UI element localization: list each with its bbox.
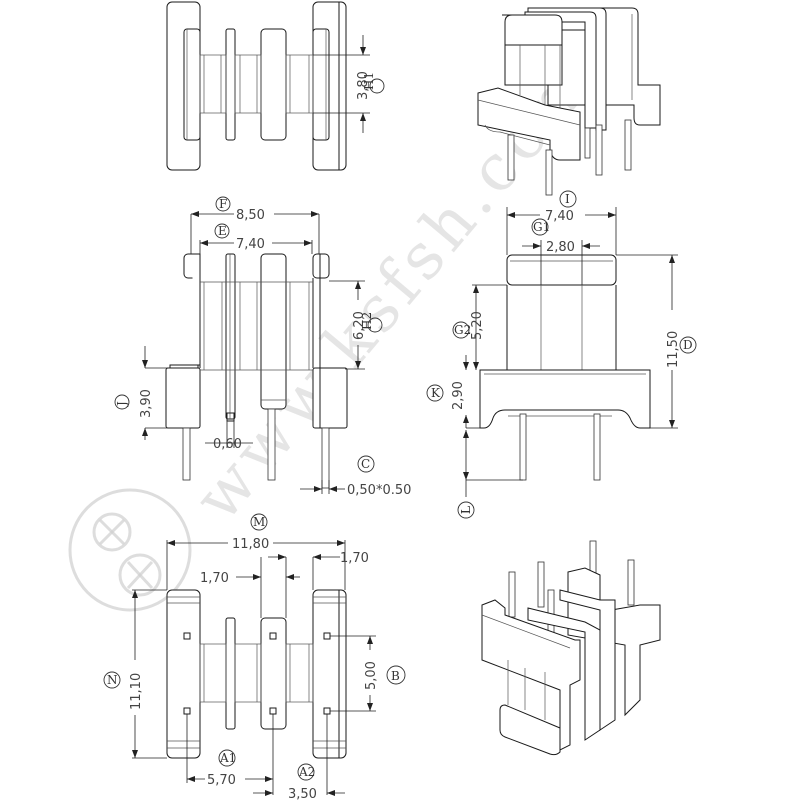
dim-a1-label: A1 <box>219 751 236 765</box>
dim-e-label: E <box>218 224 227 238</box>
dim-c-label: C <box>361 457 370 471</box>
dim-m-label: M <box>253 515 265 529</box>
dim-j-label: J <box>115 401 129 408</box>
dim-c-value: 0,50*0.50 <box>347 483 411 498</box>
dim-h1-value: 3,80 <box>356 71 371 100</box>
dim-j-value: 3,90 <box>139 389 154 418</box>
dim-f-value: 8,50 <box>236 208 265 223</box>
dim-b-value: 5,00 <box>364 661 379 690</box>
dim-060-value: 0,60 <box>213 437 242 452</box>
dim-i-label-text: I <box>565 192 570 206</box>
dim-170b-value: 1,70 <box>340 551 369 566</box>
dim-g2-value: 5,20 <box>470 311 485 340</box>
dim-b-label: B <box>391 669 400 683</box>
dim-d-value: 11,50 <box>666 331 681 368</box>
dim-h2-label: H2 <box>360 312 374 330</box>
dim-h2-value: 6,20 <box>352 311 367 340</box>
dim-g1-label: G1 <box>533 220 550 234</box>
top-view: 3,80 H1 <box>166 1 385 171</box>
watermark-seal <box>68 488 192 612</box>
dim-f-label: F <box>219 197 227 211</box>
dim-n-label: N <box>107 673 118 687</box>
dim-n-value: 11,10 <box>129 673 144 710</box>
dim-170a-value: 1,70 <box>200 571 229 586</box>
side-view: 7,40 I 2,80 G1 11,50 D 5,20 G2 <box>426 190 697 519</box>
dim-l-label: L <box>459 506 473 514</box>
dim-i-value: 7,40 <box>545 209 574 224</box>
dim-k-value: 2,90 <box>451 381 466 410</box>
dim-e-value: 7,40 <box>236 237 265 252</box>
front-view: 8,50 F 7,40 E 6,20 H2 3,90 J <box>114 196 411 498</box>
dim-a2-label: A2 <box>298 765 315 779</box>
dim-h1-label: H1 <box>362 72 376 90</box>
dim-m-value: 11,80 <box>232 537 269 552</box>
iso-view-bottom <box>481 540 661 756</box>
dim-a1-value: 5,70 <box>207 773 236 788</box>
dim-l-label-letter: L <box>459 506 473 514</box>
dim-g2-label: G2 <box>454 323 471 337</box>
bottom-view: 11,80 M 1,70 1,70 11,10 N 5,00 <box>103 513 406 800</box>
dim-k-label: K <box>431 386 441 400</box>
dim-d-label: D <box>683 338 693 352</box>
dim-a2-value: 3,50 <box>288 787 317 800</box>
iso-view-top <box>477 7 661 196</box>
dim-g1-value: 2,80 <box>546 240 575 255</box>
